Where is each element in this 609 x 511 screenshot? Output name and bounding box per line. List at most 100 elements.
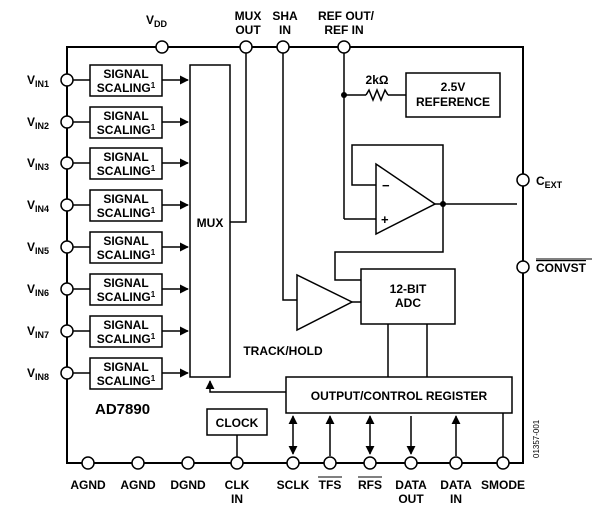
signal-scaling-label: SIGNAL: [103, 360, 148, 374]
convst-label: CONVST: [536, 261, 587, 275]
vin-pin[interactable]: [60, 115, 74, 129]
vin-pin[interactable]: [60, 156, 74, 170]
bottom-pin: RFS: [358, 456, 382, 492]
vdd-label: VDD: [146, 13, 168, 29]
resistor: [365, 87, 389, 103]
bottom-pin-label: DATA: [395, 478, 427, 492]
signal-scaling-label: SCALING1: [97, 290, 156, 304]
figure-id: 01357-001: [532, 419, 541, 458]
vin-pin[interactable]: [60, 282, 74, 296]
convst-pin[interactable]: [516, 260, 530, 274]
bottom-pin-circle[interactable]: [449, 456, 463, 470]
signal-scaling-label: SCALING1: [97, 164, 156, 178]
reference-block: [405, 72, 501, 118]
signal-scaling-block: [89, 231, 163, 264]
bottom-pin-circle[interactable]: [131, 456, 145, 470]
bottom-pin-circle[interactable]: [496, 456, 510, 470]
signal-scaling-label: SIGNAL: [103, 318, 148, 332]
opamp-feedback: [351, 144, 444, 204]
bottom-pin-circle[interactable]: [230, 456, 244, 470]
input-channels: VIN1SIGNALSCALING1VIN2SIGNALSCALING1VIN3…: [27, 64, 189, 390]
opamp: [375, 162, 437, 236]
signal-scaling-block: [89, 64, 163, 97]
reference-label-2: REFERENCE: [416, 95, 490, 109]
opamp-to-adc-wire: [334, 204, 444, 281]
signal-scaling-label: SIGNAL: [103, 276, 148, 290]
adc-block: [360, 268, 456, 325]
signal-scaling-label: SIGNAL: [103, 150, 148, 164]
signal-scaling-block: [89, 315, 163, 348]
vin-label: VIN3: [27, 156, 49, 172]
bottom-pin: AGND: [70, 456, 106, 492]
signal-scaling-label: SCALING1: [97, 123, 156, 137]
bottom-pin-label-2: OUT: [398, 492, 424, 506]
signal-scaling-label: SIGNAL: [103, 109, 148, 123]
bottom-pin-label: TFS: [319, 478, 342, 492]
bottom-pin-label: DGND: [170, 478, 206, 492]
bottom-pin-circle[interactable]: [181, 456, 195, 470]
bottom-pin-circle[interactable]: [404, 456, 418, 470]
sha-in-label: SHA: [272, 9, 298, 23]
signal-scaling-label: SIGNAL: [103, 192, 148, 206]
ref-pin[interactable]: [337, 40, 351, 54]
resistor-label: 2kΩ: [366, 73, 389, 87]
vin-pin[interactable]: [60, 366, 74, 380]
output-control-register: [285, 376, 513, 414]
bottom-pin-label: SCLK: [277, 478, 310, 492]
signal-scaling-label: SIGNAL: [103, 234, 148, 248]
bottom-pin: AGND: [120, 456, 156, 492]
bottom-pin-label-2: IN: [450, 492, 462, 506]
vin-label: VIN1: [27, 73, 49, 89]
signal-scaling-label: SCALING1: [97, 332, 156, 346]
vin-label: VIN8: [27, 366, 49, 382]
mux-out-label-2: OUT: [235, 23, 261, 37]
vin-pin[interactable]: [60, 324, 74, 338]
vin-pin[interactable]: [60, 73, 74, 87]
vdd-pin[interactable]: [155, 40, 169, 54]
vin-pin[interactable]: [60, 198, 74, 212]
output-register-label: OUTPUT/CONTROL REGISTER: [311, 389, 488, 403]
opamp-plus: +: [381, 212, 389, 227]
mux-out-wire: [230, 53, 247, 223]
bottom-pin-circle[interactable]: [286, 456, 300, 470]
adc-label-2: ADC: [395, 296, 421, 310]
reference-label-1: 2.5V: [441, 80, 466, 94]
bottom-pin-label: RFS: [358, 478, 382, 492]
sha-in-wire: [282, 53, 297, 301]
bottom-pin-label-2: IN: [231, 492, 243, 506]
mux-block: [189, 64, 231, 378]
bottom-pin-circle[interactable]: [363, 456, 377, 470]
bottom-pin: SCLK: [277, 456, 310, 492]
bottom-pin-label: CLK: [225, 478, 250, 492]
signal-scaling-label: SCALING1: [97, 206, 156, 220]
cext-pin[interactable]: [516, 173, 530, 187]
bottom-pin-circle[interactable]: [81, 456, 95, 470]
mux-out-pin[interactable]: [239, 40, 253, 54]
register-to-mux-wire: [205, 380, 286, 393]
ref-label: REF OUT/: [318, 9, 375, 23]
signal-scaling-label: SIGNAL: [103, 67, 148, 81]
signal-scaling-label: SCALING1: [97, 81, 156, 95]
part-number: AD7890: [95, 401, 150, 418]
track-hold-label: TRACK/HOLD: [243, 344, 323, 358]
vin-label: VIN4: [27, 198, 49, 214]
signal-scaling-label: SCALING1: [97, 248, 156, 262]
adc-label-1: 12-BIT: [390, 282, 427, 296]
vin-pin[interactable]: [60, 240, 74, 254]
sha-in-label-2: IN: [279, 23, 291, 37]
sha-in-pin[interactable]: [276, 40, 290, 54]
bottom-pin-circle[interactable]: [323, 456, 337, 470]
clock-label: CLOCK: [216, 416, 259, 430]
bottom-pin-label: AGND: [120, 478, 156, 492]
bottom-pin: TFS: [318, 456, 342, 492]
